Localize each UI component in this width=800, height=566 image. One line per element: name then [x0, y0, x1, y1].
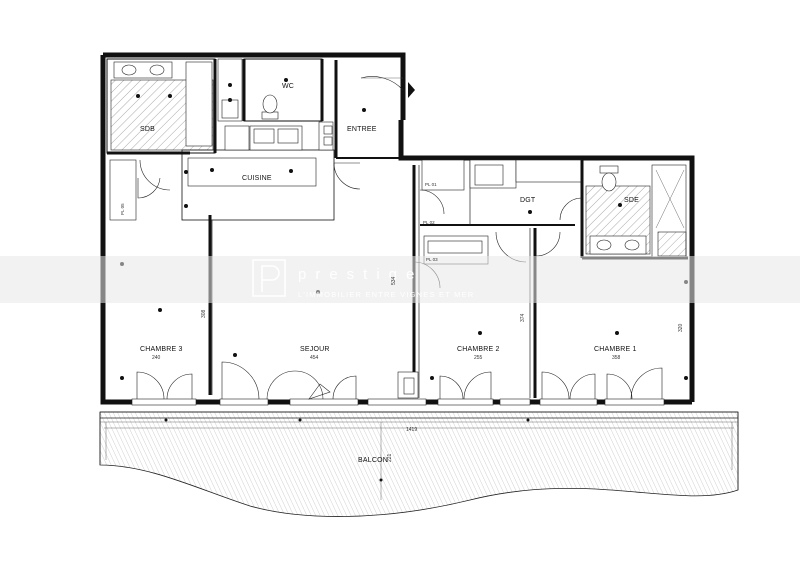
watermark-tagline: L'IMMOBILIER ENTRE VIGNES ET MER: [298, 290, 474, 299]
balcony-area: [99, 411, 739, 517]
dimension-chambre-2-depth: 374: [520, 313, 526, 322]
ceiling-lights: [120, 78, 688, 482]
dimension-labels: 240 454 255 358 1419 221 308 534 374 320: [152, 276, 684, 462]
entrance-arrow-icon: [408, 82, 415, 98]
dimension-chambre-3-width: 240: [152, 355, 161, 361]
dimension-chambre-1-depth: 320: [678, 323, 684, 332]
watermark-brand: prestige: [298, 266, 423, 283]
dimension-chambre-2-width: 255: [474, 355, 483, 361]
pl-annotations: PL 01 PL 02 PL 03 PL 05: [120, 182, 438, 262]
dimension-sejour-width: 454: [310, 355, 319, 361]
annotation-pl-3: PL 03: [426, 257, 438, 262]
room-label-sdb: SDB: [140, 126, 155, 133]
room-label-chambre-3: CHAMBRE 3: [140, 346, 183, 353]
window-openings: [131, 398, 665, 406]
room-label-sde: SDE: [624, 197, 639, 204]
annotation-pl-4: PL 05: [120, 203, 125, 215]
room-label-entree: ENTREE: [347, 126, 377, 133]
room-label-sejour: SEJOUR: [300, 346, 330, 353]
room-label-balcon: BALCON: [358, 457, 388, 464]
room-label-dgt: DGT: [520, 197, 536, 204]
toilet-icon: [599, 165, 619, 192]
toilet-icon: [261, 94, 279, 120]
dimension-sejour-depth: 534: [391, 276, 397, 285]
annotation-pl-1: PL 01: [425, 182, 437, 187]
dimension-balcon-depth: 221: [387, 453, 393, 462]
room-label-cuisine: CUISINE: [242, 175, 272, 182]
annotation-pl-2: PL 02: [423, 220, 435, 225]
dimension-balcon-length: 1419: [406, 427, 417, 433]
dimension-chambre-1-width: 358: [612, 355, 621, 361]
plumbing-fixtures: [113, 61, 647, 399]
watermark: prestige L'IMMOBILIER ENTRE VIGNES ET ME…: [0, 256, 800, 303]
room-label-chambre-2: CHAMBRE 2: [457, 346, 500, 353]
room-label-wc: WC: [282, 83, 294, 90]
dimension-chambre-3-depth: 308: [201, 309, 207, 318]
room-label-chambre-1: CHAMBRE 1: [594, 346, 637, 353]
window-swings: [136, 361, 663, 400]
room-labels: SDB WC ENTREE CUISINE DGT SDE CHAMBRE 3 …: [140, 83, 639, 464]
